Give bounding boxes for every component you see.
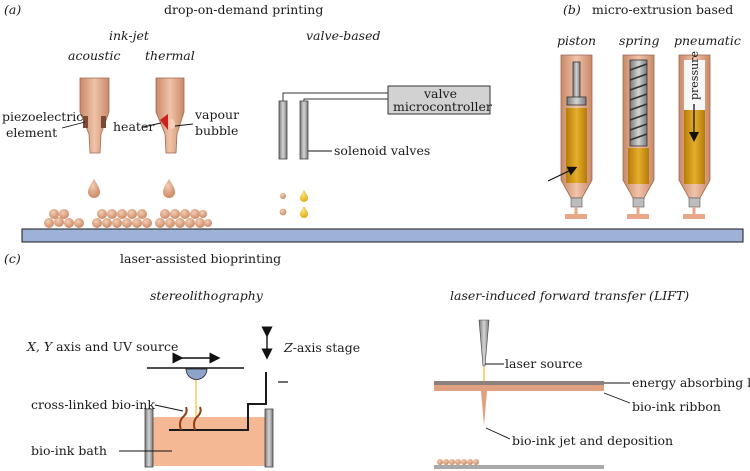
thermal-droplet bbox=[163, 179, 175, 198]
valve-drop-4 bbox=[300, 206, 308, 218]
pneumatic-syringe: pressure bbox=[678, 51, 711, 219]
microcontroller-label: microcontroller bbox=[393, 99, 492, 114]
jet-leader bbox=[485, 427, 511, 440]
piezo-element-left bbox=[83, 116, 88, 128]
spring-label: spring bbox=[619, 33, 659, 48]
valve-label: valve bbox=[423, 86, 457, 101]
vapour-bubble bbox=[169, 119, 175, 129]
panel-a-letter: (a) bbox=[4, 2, 21, 17]
wire-2 bbox=[303, 98, 388, 101]
deposited-droplets bbox=[44, 209, 212, 228]
xy-axis-label-italic: X, Y bbox=[26, 339, 54, 354]
uv-source bbox=[185, 368, 208, 380]
pressure-label: pressure bbox=[688, 51, 701, 100]
bubble-label: bubble bbox=[195, 123, 238, 138]
xy-axis-label: X, Y axis and UV source bbox=[26, 339, 178, 354]
laser-source-label: laser source bbox=[505, 356, 583, 371]
ribbon-label: bio-ink ribbon bbox=[632, 399, 721, 414]
lift-label-post: ) bbox=[683, 288, 689, 303]
bath-wall-right bbox=[264, 408, 274, 468]
piston-arrow bbox=[547, 166, 578, 182]
lift-substrate bbox=[434, 465, 604, 469]
lift-deposited-droplets bbox=[437, 459, 479, 465]
element-label: element bbox=[6, 125, 57, 140]
piezo-leader bbox=[61, 121, 86, 129]
piston-syringe bbox=[547, 54, 593, 219]
piston-head bbox=[566, 96, 587, 106]
valve-microcontroller-box bbox=[387, 85, 491, 115]
inkjet-label: ink-jet bbox=[109, 28, 150, 43]
piston-label: piston bbox=[557, 33, 596, 48]
spring-coil bbox=[629, 59, 648, 147]
piezoelectric-label: piezoelectric bbox=[2, 109, 83, 124]
lift-label-abbr: LIFT bbox=[653, 288, 686, 303]
solenoid-valve-1 bbox=[278, 100, 288, 160]
valve-based-label: valve-based bbox=[306, 28, 380, 43]
acoustic-droplet bbox=[88, 179, 100, 198]
piston-rod bbox=[572, 61, 581, 99]
spring-syringe bbox=[622, 54, 655, 219]
bath-label: bio-ink bath bbox=[31, 443, 107, 458]
valve-drop-1 bbox=[280, 193, 286, 199]
valve-drop-3 bbox=[300, 190, 308, 202]
heater-label: heater bbox=[113, 119, 154, 134]
build-platform bbox=[21, 228, 744, 243]
heater-element bbox=[160, 114, 168, 130]
vapour-leader bbox=[174, 123, 194, 127]
energy-layer-label: energy absorbing layer bbox=[632, 375, 750, 390]
z-stage-label-rest: -axis stage bbox=[293, 340, 360, 355]
thermal-label: thermal bbox=[145, 48, 195, 63]
z-stage-label: Z-axis stage bbox=[283, 340, 360, 355]
laser-head bbox=[478, 319, 490, 367]
crosslinked-strand-2 bbox=[193, 406, 202, 431]
stereolithography-label: stereolithography bbox=[150, 288, 264, 303]
energy-absorbing-layer bbox=[434, 381, 604, 385]
lift-label: laser-induced forward transfer (LIFT) bbox=[450, 288, 689, 303]
ribbon-leader bbox=[603, 392, 631, 404]
lift-label-pre: laser-induced forward transfer ( bbox=[450, 288, 655, 303]
bio-ink-ribbon bbox=[434, 385, 604, 391]
valve-drop-2 bbox=[279, 208, 287, 216]
z-stage-label-italic: Z bbox=[283, 340, 293, 355]
crosslinked-leader bbox=[154, 404, 184, 412]
pneumatic-label: pneumatic bbox=[674, 33, 741, 48]
crosslinked-strand-1 bbox=[179, 406, 188, 431]
jet-label: bio-ink jet and deposition bbox=[512, 433, 673, 448]
panel-b-letter: (b) bbox=[563, 2, 581, 17]
thermal-nozzle bbox=[155, 77, 185, 154]
crosslinked-label: cross-linked bio-ink bbox=[31, 397, 155, 412]
solenoid-valve-2 bbox=[299, 100, 309, 160]
xy-axis-label-rest: axis and UV source bbox=[52, 339, 178, 354]
panel-b-title: micro-extrusion based bbox=[592, 2, 733, 17]
solenoid-label: solenoid valves bbox=[334, 143, 430, 158]
wire-1 bbox=[282, 92, 388, 101]
heater-leader bbox=[142, 122, 162, 128]
bath-wall-left bbox=[144, 408, 154, 468]
acoustic-label: acoustic bbox=[68, 48, 120, 63]
panel-c-title: laser-assisted bioprinting bbox=[120, 251, 281, 266]
acoustic-nozzle bbox=[79, 77, 110, 154]
bio-ink-jet bbox=[481, 391, 487, 426]
pressure-arrow-head bbox=[689, 132, 699, 142]
panel-a-title: drop-on-demand printing bbox=[164, 2, 323, 17]
z-stage-arm bbox=[169, 372, 267, 431]
vapour-label: vapour bbox=[194, 107, 239, 122]
piezo-element-right bbox=[101, 116, 106, 128]
panel-c-letter: (c) bbox=[4, 251, 21, 266]
